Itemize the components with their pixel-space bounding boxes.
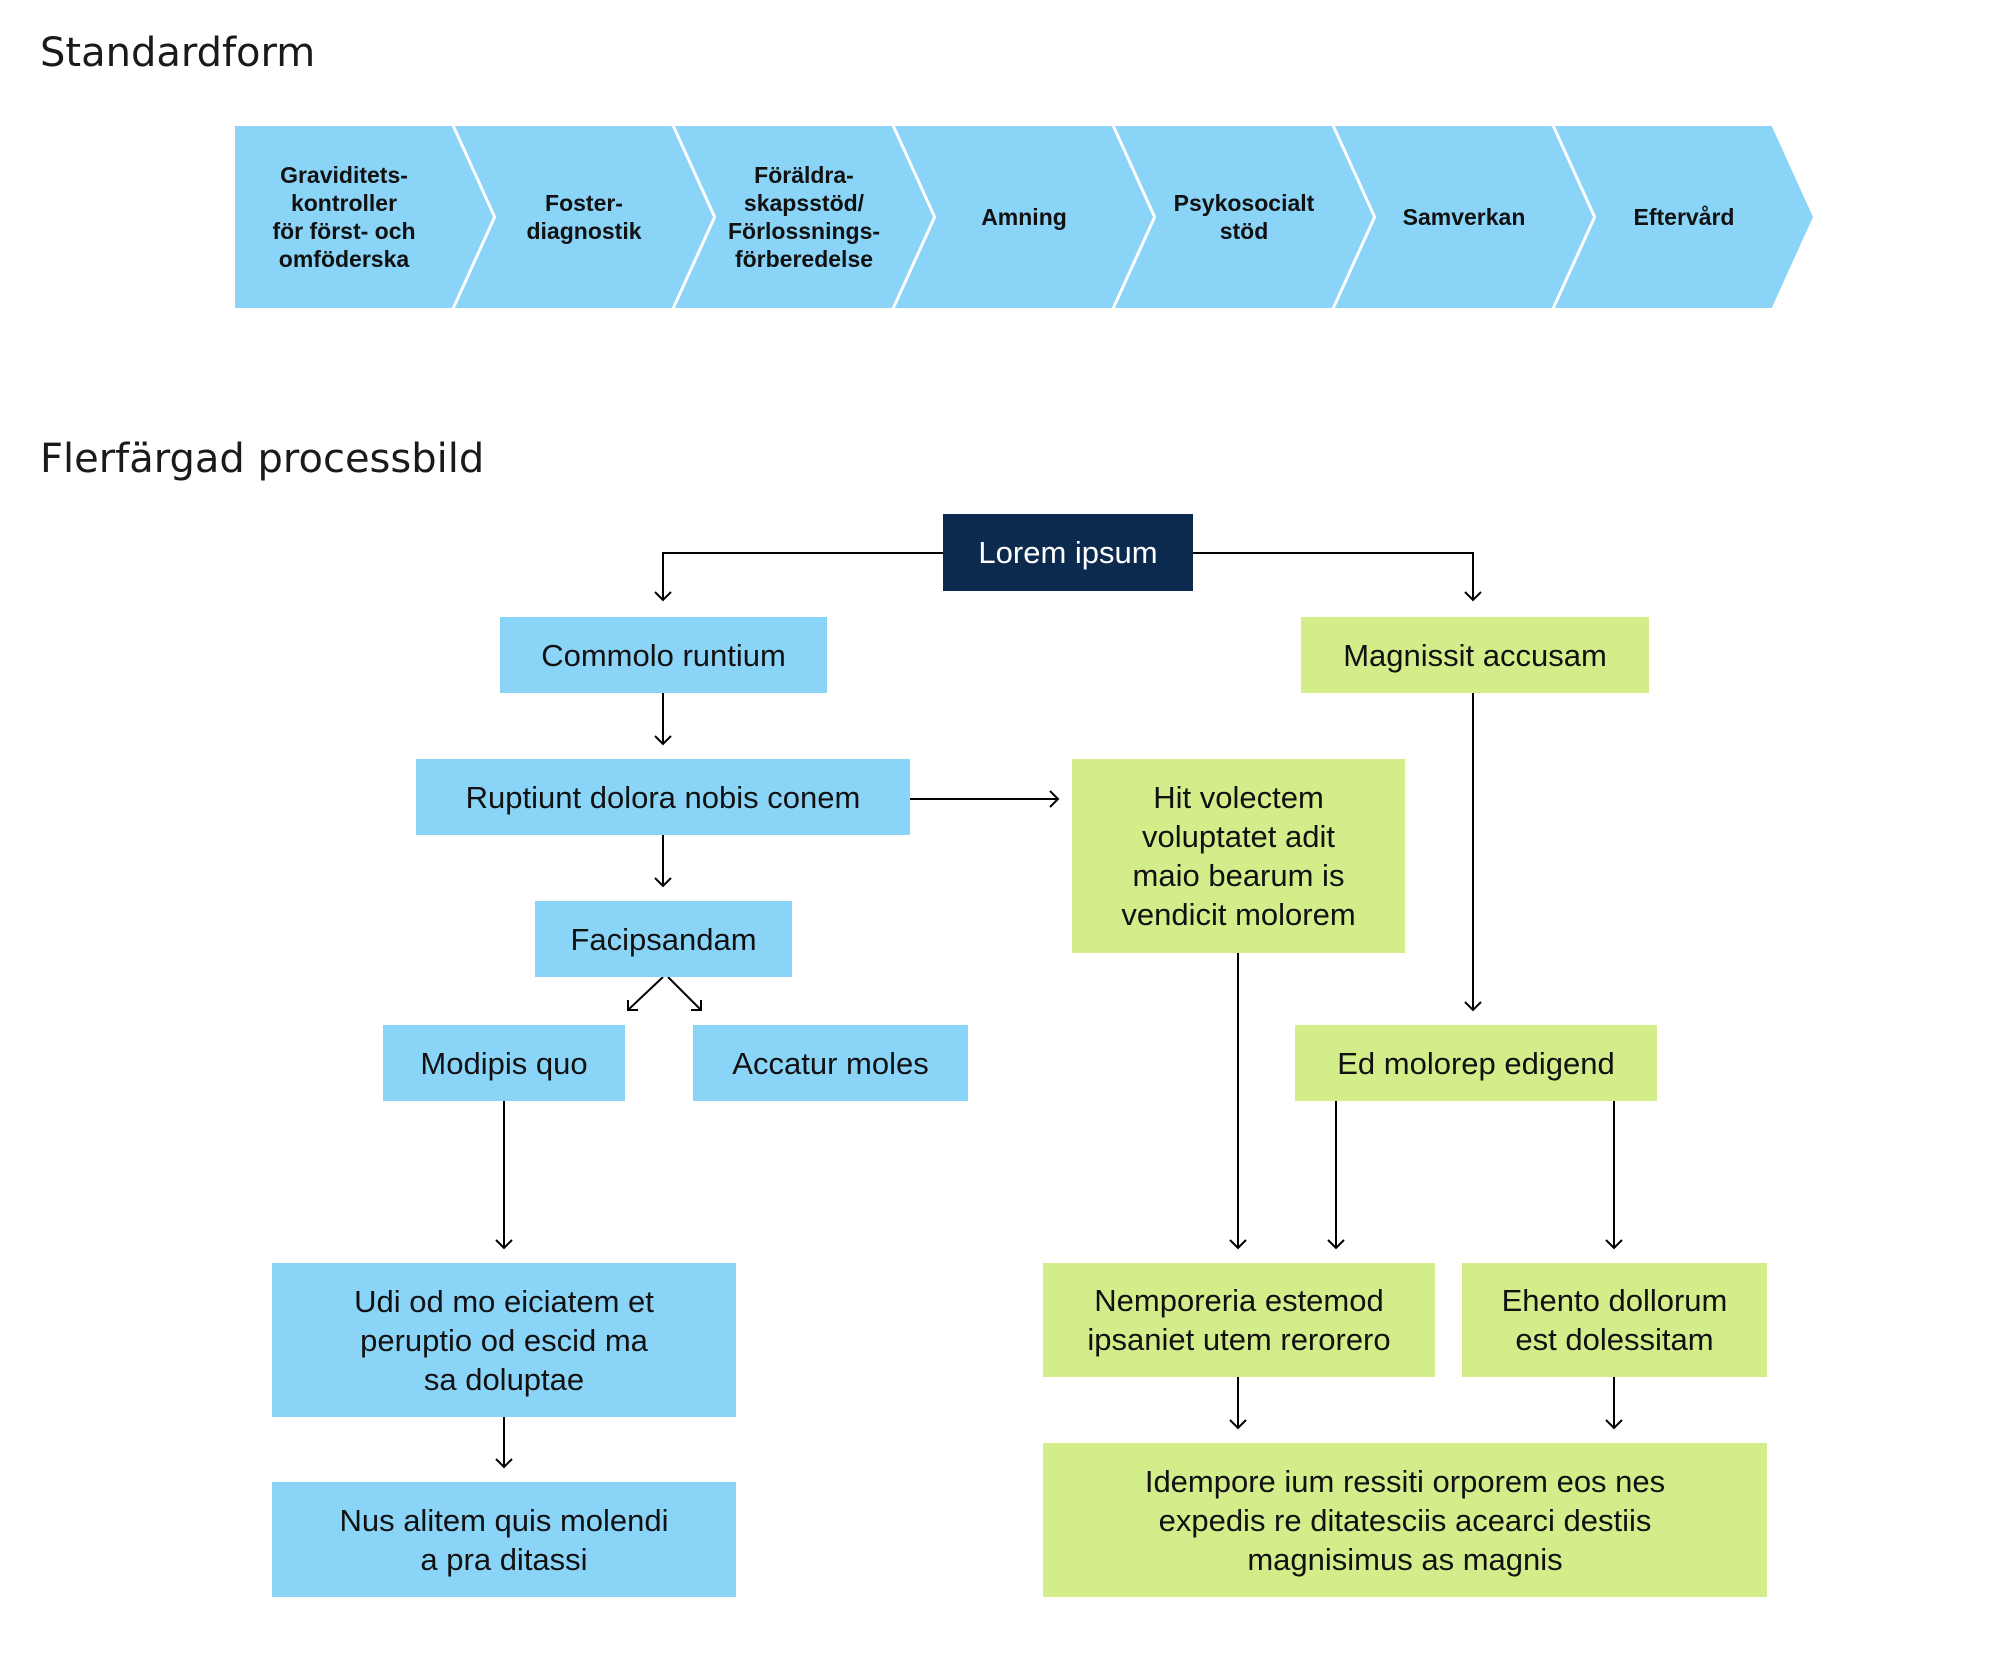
flow-box-blue-4b: Accatur moles — [693, 1025, 968, 1101]
arrowhead — [654, 735, 672, 746]
section-title-standard: Standardform — [40, 30, 316, 76]
process-step-7: Eftervård — [1555, 126, 1813, 308]
flow-box-label: Idempore ium ressiti orporem eos nes exp… — [1144, 1463, 1666, 1577]
flow-box-label: Facipsandam — [570, 921, 757, 957]
process-step-label: Foster- diagnostik — [526, 190, 642, 244]
process-step-label: Psykosocialt stöd — [1173, 190, 1315, 244]
arrowhead — [495, 1458, 513, 1469]
process-step-5: Psykosocialt stöd — [1115, 126, 1373, 308]
arrowhead — [1605, 1419, 1623, 1430]
process-step-1: Graviditets- kontroller för först- och o… — [235, 126, 493, 308]
connector-root-right — [1193, 552, 1474, 600]
flow-box-label: Nus alitem quis molendi a pra ditassi — [339, 1502, 669, 1577]
flow-box-blue-4a: Modipis quo — [383, 1025, 625, 1101]
flow-box-green-4b: Ehento dollorum est dolessitam — [1462, 1263, 1767, 1377]
arrowhead — [654, 877, 672, 888]
process-step-6: Samverkan — [1335, 126, 1593, 308]
process-step-label: Graviditets- kontroller för först- och o… — [272, 162, 416, 272]
arrowhead — [1327, 1239, 1345, 1250]
flow-box-blue-2: Ruptiunt dolora nobis conem — [416, 759, 910, 835]
connector-root-left — [662, 552, 943, 600]
process-step-label: Samverkan — [1402, 204, 1526, 230]
flow-box-label: Modipis quo — [420, 1045, 588, 1081]
arrowhead — [1605, 1239, 1623, 1250]
process-step-label: Föräldra- skapsstöd/ Förlossnings- förbe… — [727, 162, 881, 272]
flow-root-label: Lorem ipsum — [978, 535, 1158, 570]
connector-blue3-blue4a — [627, 976, 664, 1011]
arrowhead — [1229, 1239, 1247, 1250]
flow-box-green-5: Idempore ium ressiti orporem eos nes exp… — [1043, 1443, 1767, 1597]
process-step-label: Eftervård — [1633, 204, 1735, 230]
flow-box-blue-1: Commolo runtium — [500, 617, 827, 693]
flow-box-green-4a: Nemporeria estemod ipsaniet utem rerorer… — [1043, 1263, 1435, 1377]
flow-box-blue-3: Facipsandam — [535, 901, 792, 977]
flow-root-box: Lorem ipsum — [943, 514, 1193, 591]
flow-box-label: Nemporeria estemod ipsaniet utem rerorer… — [1087, 1283, 1391, 1357]
flow-box-label: Ruptiunt dolora nobis conem — [465, 779, 861, 815]
process-step-label: Amning — [981, 204, 1067, 230]
process-step-2: Foster- diagnostik — [455, 126, 713, 308]
connector-blue3-blue4b — [667, 976, 702, 1011]
arrowhead — [1464, 591, 1482, 602]
flow-box-green-2: Hit volectem voluptatet adit maio bearum… — [1072, 759, 1405, 953]
flow-box-label: Udi od mo eiciatem et peruptio od escid … — [354, 1283, 654, 1397]
process-step-3: Föräldra- skapsstöd/ Förlossnings- förbe… — [675, 126, 933, 308]
arrowhead — [1049, 790, 1060, 808]
arrowhead — [1229, 1419, 1247, 1430]
flow-box-label: Commolo runtium — [541, 637, 786, 673]
flow-box-label: Accatur moles — [732, 1045, 929, 1081]
arrowhead — [627, 1000, 638, 1011]
arrowhead — [1464, 1001, 1482, 1012]
flow-box-label: Hit volectem voluptatet adit maio bearum… — [1121, 780, 1356, 932]
flow-box-green-1: Magnissit accusam — [1301, 617, 1649, 693]
flow-box-label: Ed molorep edigend — [1337, 1045, 1615, 1081]
arrowhead — [691, 1000, 702, 1011]
flow-box-green-3: Ed molorep edigend — [1295, 1025, 1657, 1101]
process-step-4: Amning — [895, 126, 1153, 308]
flow-box-label: Magnissit accusam — [1343, 637, 1607, 673]
flow-box-blue-6: Nus alitem quis molendi a pra ditassi — [272, 1482, 736, 1597]
arrowhead — [495, 1239, 513, 1250]
section-title-multicolor: Flerfärgad processbild — [40, 436, 485, 482]
arrowhead — [654, 591, 672, 602]
flow-box-label: Ehento dollorum est dolessitam — [1501, 1283, 1728, 1357]
flow-box-blue-5: Udi od mo eiciatem et peruptio od escid … — [272, 1263, 736, 1417]
